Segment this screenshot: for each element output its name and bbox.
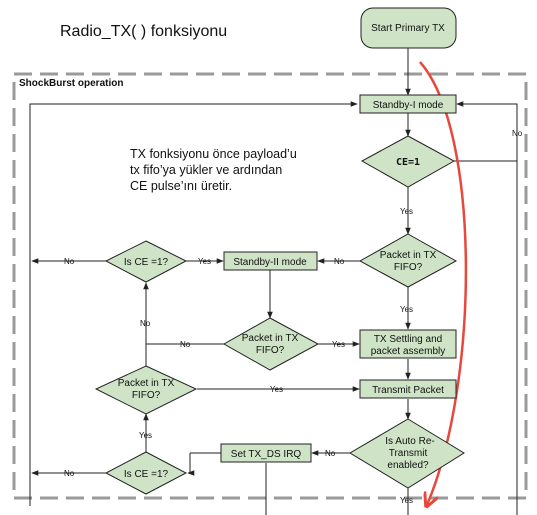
label-fifo-left-no: No [140,319,151,328]
tx-settling-label-2: packet assembly [371,346,445,357]
region-label: ShockBurst operation [19,78,123,89]
standby2-node [223,251,318,271]
label-fifo-right-yes: Yes [400,305,413,314]
auto-retx-label-1: Is Auto Re- [385,436,434,447]
fifo-right-label-1: Packet in TX [380,250,437,261]
label-auto-yes: Yes [400,496,413,505]
isce-top-label: Is CE =1? [124,257,169,268]
auto-retx-label-3: enabled? [387,460,429,471]
auto-retx-decision [349,418,465,489]
diagram-title: Radio_TX( ) fonksiyonu [60,23,227,40]
set-tx-ds-node [220,443,312,463]
label-isce-top-no: No [64,257,75,266]
fifo-mid-label-1: Packet in TX [242,333,299,344]
transmit-node [359,379,457,399]
label-fifo-left-yes: Yes [270,385,283,394]
standby1-label: Standby-I mode [373,100,444,111]
tx-settling-node [359,329,457,359]
label-isce-bottom-yes: Yes [139,431,152,440]
fifo-left-label-2: FIFO? [132,390,161,401]
standby2-label: Standby-II mode [233,257,307,268]
label-ce-yes: Yes [400,207,413,216]
label-isce-top-yes: Yes [198,257,211,266]
start-node [360,7,457,49]
tx-settling-label-1: TX Settling and [374,334,442,345]
set-tx-ds-label: Set TX_DS IRQ [231,449,302,460]
label-isce-bottom-no: No [64,469,75,478]
label-fifo-mid-yes: Yes [332,340,345,349]
fifo-right-label-2: FIFO? [394,262,423,273]
label-auto-no: No [325,449,336,458]
ce-eq-1-label: CE=1 [396,157,420,168]
auto-retx-label-2: Transmit [389,448,428,459]
fifo-mid-decision [222,317,320,371]
edge-ce-no-loop [454,101,518,162]
isce-bottom-decision [104,451,188,495]
label-fifo-right-no: No [334,257,345,266]
note-line-1: TX fonksiyonu önce payload’u [130,147,297,161]
note-line-2: tx fifo’ya yükler ve ardından [130,163,282,177]
fifo-right-decision [358,233,458,288]
edge-left-loop [29,101,358,506]
fifo-left-label-1: Packet in TX [118,378,175,389]
fifo-left-decision [94,365,198,415]
transmit-label: Transmit Packet [372,385,444,396]
fifo-mid-label-2: FIFO? [256,345,285,356]
label-ce-no: No [512,129,523,138]
isce-top-decision [104,240,188,283]
note-line-3: CE pulse’ını üretir. [130,179,232,193]
ce-eq-1-decision [360,135,456,188]
isce-bottom-label: Is CE =1? [124,469,169,480]
start-node-label: Start Primary TX [371,23,445,34]
label-fifo-mid-no: No [180,340,191,349]
standby1-node [359,94,457,114]
